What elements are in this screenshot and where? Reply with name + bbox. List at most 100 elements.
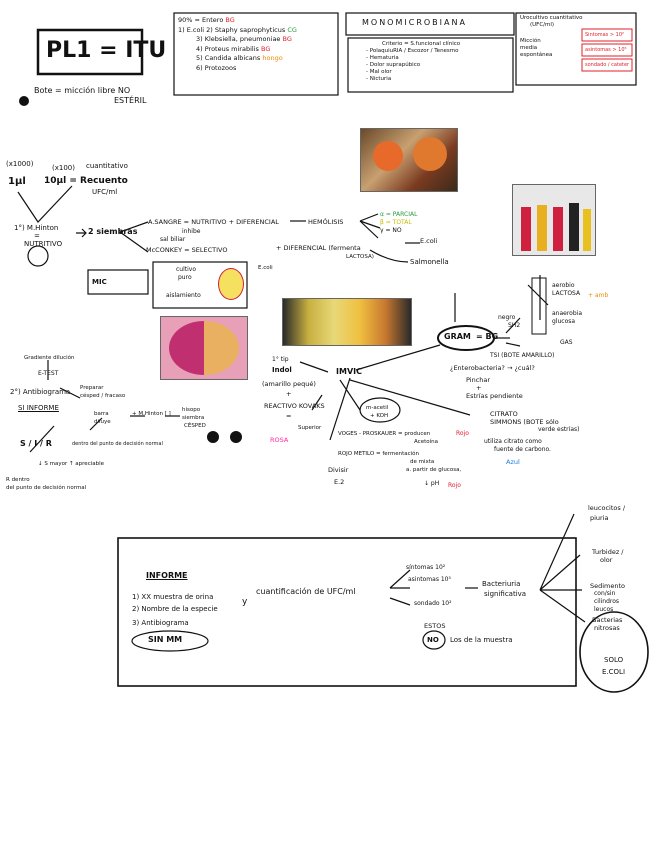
aerobio-label: aerobio bbox=[552, 282, 575, 289]
informe-item-3: 3) Antibiograma bbox=[132, 619, 189, 627]
ufc-label: UFC/ml bbox=[92, 188, 118, 196]
sangre-label: A.SANGRE = NUTRITIVO + DIFERENCIAL bbox=[148, 218, 279, 226]
beta-label: β = TOTAL bbox=[380, 219, 412, 226]
informe-significativa: significativa bbox=[484, 590, 527, 598]
tubes-row-photo bbox=[282, 298, 412, 346]
informe-cuantif: cuantificación de UFC/ml bbox=[256, 587, 356, 596]
tsi-tubes-photo bbox=[512, 184, 596, 256]
siembra-label: siembra bbox=[182, 415, 205, 421]
inhibe-label: inhibe bbox=[182, 228, 201, 235]
etest-top-label: Gradiente dilución bbox=[24, 355, 75, 361]
glucosa-label: glucosa bbox=[552, 318, 576, 325]
gas-label: GAS bbox=[560, 339, 573, 346]
outcome-leucos: leucos bbox=[594, 606, 614, 613]
indol-label: Indol bbox=[272, 366, 292, 374]
informe-item-2: 2) Nombre de la especie bbox=[132, 605, 218, 613]
ecoli-mcconkey: E.coli bbox=[258, 265, 273, 271]
outcome-piuria: piuria bbox=[590, 514, 609, 522]
sir-sub-label: dentro del punto de decisión normal bbox=[72, 441, 163, 447]
aglucosa-label: a. partir de glucosa, bbox=[406, 467, 462, 473]
outcome-turbidez: Turbidez / bbox=[592, 548, 624, 556]
informe-sint2: asintomas 10⁵ bbox=[408, 576, 451, 583]
puro-label: puro bbox=[178, 274, 192, 281]
rojo-label: Rojo bbox=[456, 430, 469, 437]
kovaks-label: REACTIVO KOVAKS bbox=[264, 402, 325, 410]
indol-step: 1° tip bbox=[272, 356, 289, 363]
rosa-label: ROSA bbox=[270, 436, 289, 444]
divisir-label: Divisir bbox=[328, 466, 349, 474]
mhinton-b-label: + M.Hinton [ ] bbox=[132, 411, 171, 417]
diferencial-label: + DIFERENCIAL (fermenta bbox=[276, 244, 361, 252]
rojo2-label: Rojo bbox=[448, 482, 461, 489]
barra-label: barra bbox=[94, 411, 109, 417]
criterio-box: Criterio = S.funcional clínico - Polaqui… bbox=[366, 41, 461, 82]
one-ul-label: 1µl bbox=[8, 176, 26, 187]
informe-title: INFORME bbox=[146, 571, 188, 580]
agar-plates-photo bbox=[360, 128, 458, 192]
page-title: PL1 = ITU bbox=[46, 38, 167, 63]
simmons-label: SIMMONS (BOTE sólo bbox=[490, 418, 559, 426]
outcome-nitrosas: nitrosas bbox=[594, 624, 620, 632]
pinchar-label: Pinchar bbox=[466, 376, 491, 384]
mic-label: MIC bbox=[92, 278, 107, 286]
gamma-label: γ = NO bbox=[380, 227, 402, 234]
amb-label: + amb bbox=[588, 292, 609, 299]
sir-label: S / I / R bbox=[20, 439, 52, 448]
informe-bacteriuria: Bacteriuria bbox=[482, 580, 521, 588]
siembras-label: 2 siembras bbox=[88, 227, 138, 236]
informe-sin: SIN MM bbox=[148, 635, 183, 644]
cuant-row1: Sintomas > 10² bbox=[585, 32, 625, 38]
informe-sint1: síntomas 10² bbox=[406, 564, 446, 571]
informe-item-1: 1) XX muestra de orina bbox=[132, 593, 214, 601]
utiliza-label: utiliza citrato como bbox=[484, 438, 542, 445]
sh2-label: SH2 bbox=[508, 322, 521, 329]
lactosa2-label: LACTOSA bbox=[552, 290, 581, 297]
cuant-row3: sondado / cateter bbox=[585, 62, 630, 68]
antibiograma-label: 2°) Antibiograma bbox=[10, 388, 71, 396]
hinton-nutritivo: NUTRITIVO bbox=[24, 240, 63, 248]
tsi-label: TSI (BOTE AMARILLO) bbox=[490, 352, 555, 359]
superior-label: Superior bbox=[298, 425, 322, 431]
monomicrobiana: MONOMICROBIANA bbox=[362, 18, 467, 27]
si-informe-label: SI INFORME bbox=[18, 404, 59, 412]
cuantitativo-box: Urocultivo cuantitativo (UFC/ml) bbox=[520, 15, 583, 28]
gram-label: GRAM bbox=[444, 332, 471, 341]
cuant-row2: asintomas > 10⁵ bbox=[585, 47, 627, 53]
imvic-label: IMVIC bbox=[336, 367, 362, 376]
alpha-label: α = PARCIAL bbox=[380, 211, 418, 218]
eq-label: = bbox=[286, 412, 292, 420]
cultivo-label: cultivo bbox=[176, 266, 197, 273]
e2-label: E.2 bbox=[334, 478, 345, 486]
ph-label: ↓ pH bbox=[424, 480, 440, 487]
outcome-leucocitos: leucocitos / bbox=[588, 504, 626, 512]
informe-estos: ESTOS bbox=[424, 622, 446, 630]
gram-result: = BG bbox=[476, 332, 499, 341]
m-acetil-label: m-acetil bbox=[366, 405, 389, 411]
cuant-side: Micción media espontánea bbox=[520, 38, 553, 58]
bote-note: Bote = micción libre NO ESTÉRIL bbox=[34, 86, 147, 105]
azul-label: Azul bbox=[506, 458, 520, 466]
vp-label: VOGES - PROSKAUER = producen bbox=[338, 431, 431, 437]
entero-question: ¿Enterobacteria? → ¿cuál? bbox=[450, 364, 535, 372]
x100-label: (x100) bbox=[52, 164, 75, 172]
citrato-label: CITRATO bbox=[490, 410, 518, 418]
informe-y: y bbox=[242, 597, 248, 607]
menor-label: ↓ S mayor ↑ apreciable bbox=[38, 461, 105, 467]
mcconkey-label: McCONKEY = SELECTIVO bbox=[146, 246, 228, 254]
culture-disc-icon bbox=[218, 268, 244, 300]
plus-label: + bbox=[476, 384, 482, 392]
ecoli-gamma: E.coli bbox=[420, 237, 438, 245]
estrias-label: Estrías pendiente bbox=[466, 392, 523, 400]
diluye-label: diluye bbox=[94, 419, 111, 425]
hinton-label: 1°) M.Hinton bbox=[14, 224, 59, 232]
outcome-sedimento: Sedimento bbox=[590, 582, 626, 590]
informe-sondado: sondado 10² bbox=[414, 600, 452, 607]
dentro2-label: del punto de decisión normal bbox=[6, 485, 87, 491]
hinton-eq: = bbox=[34, 232, 40, 240]
aislamiento-label: aislamiento bbox=[166, 292, 201, 299]
outcome-ecoli: E.COLI bbox=[602, 668, 626, 676]
lactosa-label: LACTOSA) bbox=[346, 254, 374, 260]
outcome-olor: olor bbox=[600, 556, 613, 564]
informe-no: NO bbox=[427, 636, 439, 644]
